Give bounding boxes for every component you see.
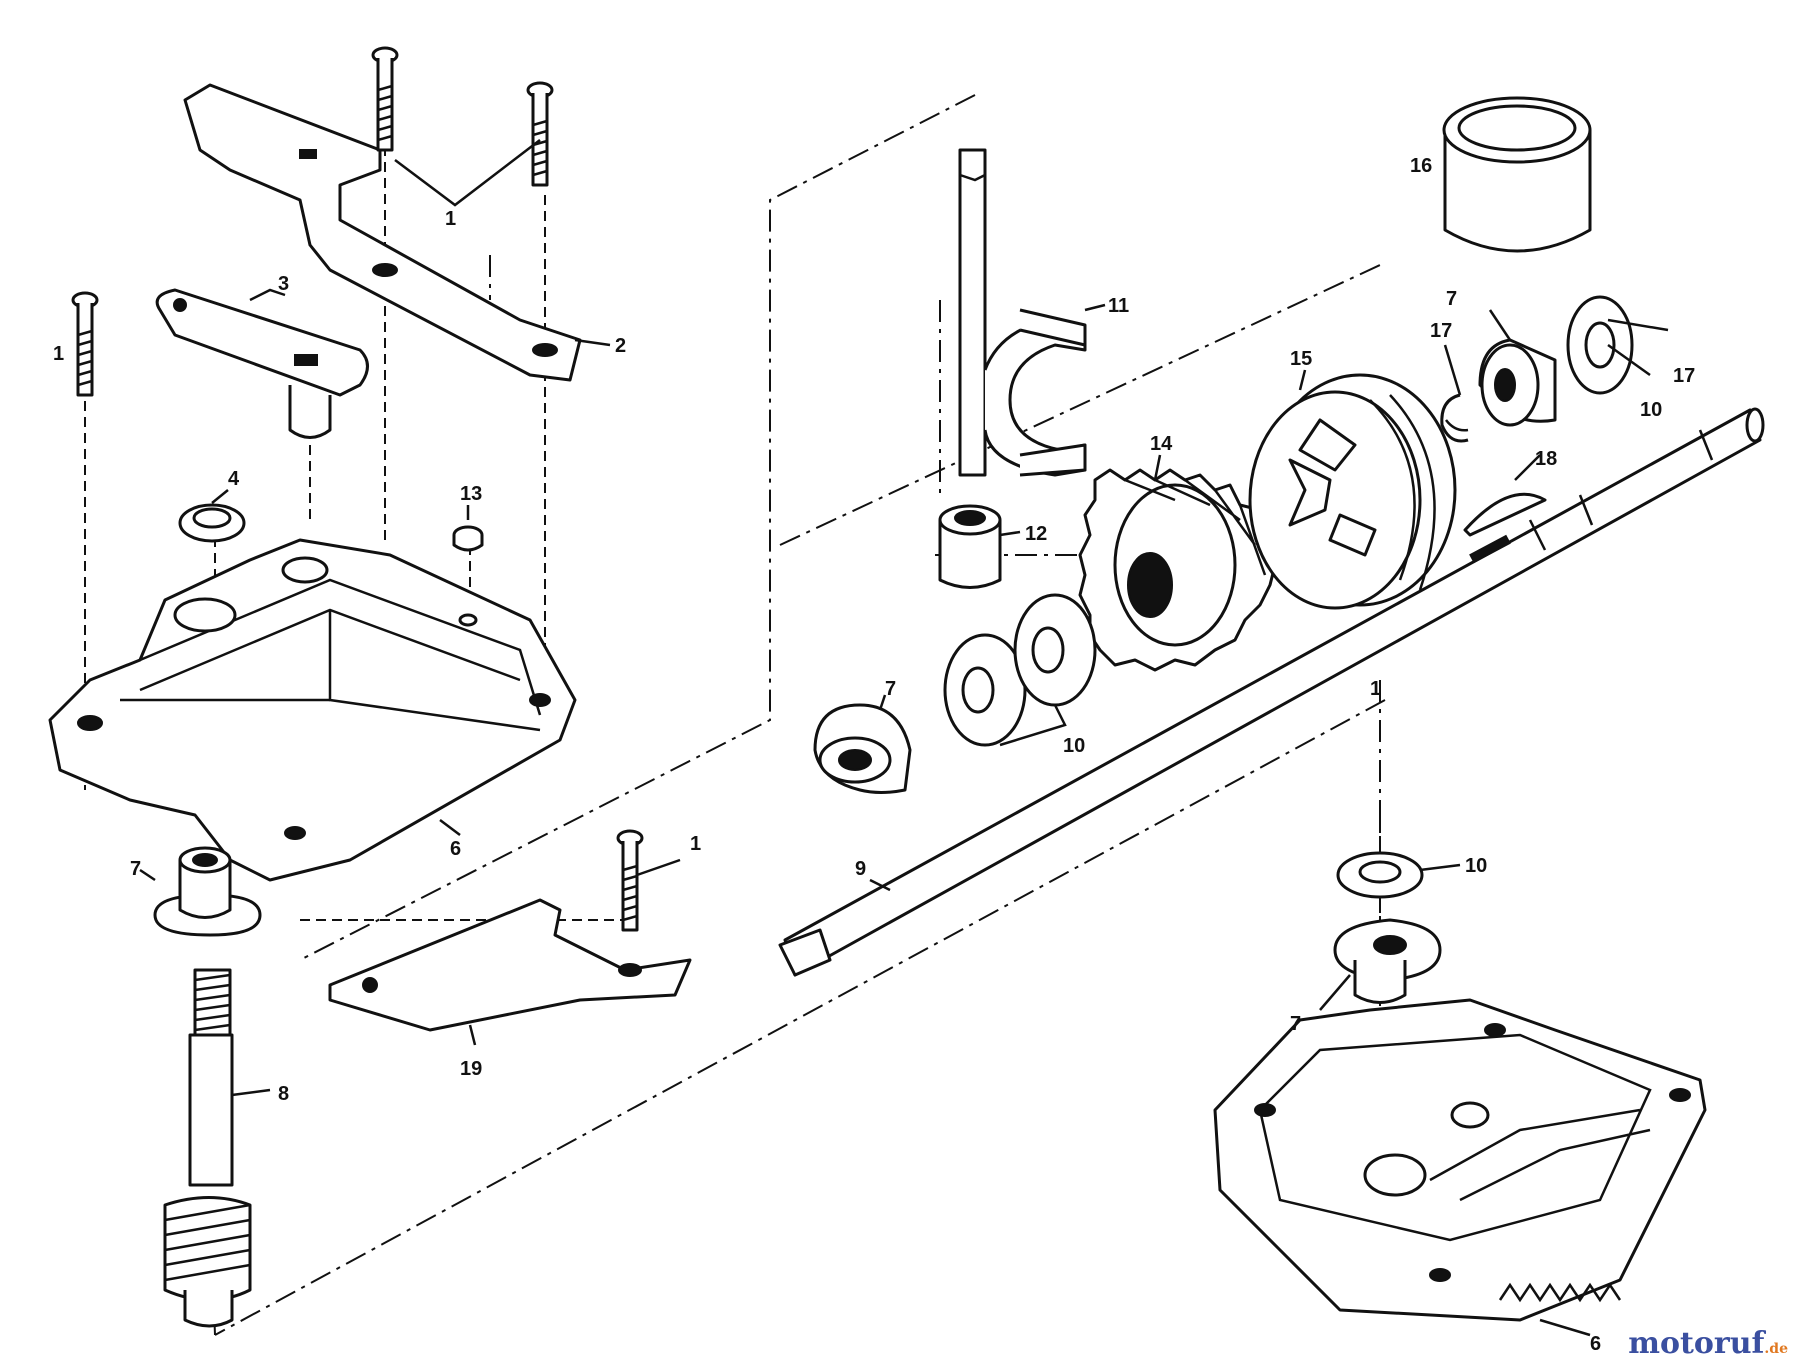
callout-7-left: 7 bbox=[130, 858, 141, 880]
bushing-part-7-middle bbox=[813, 703, 912, 794]
watermark-main: motoruf bbox=[1628, 1326, 1765, 1361]
callout-9: 9 bbox=[855, 858, 866, 880]
callout-13: 13 bbox=[460, 483, 482, 505]
callout-1-top: 1 bbox=[445, 208, 456, 230]
callout-4: 4 bbox=[228, 468, 240, 490]
washer-part-4 bbox=[178, 503, 246, 543]
callout-1-right: 1 bbox=[1370, 678, 1381, 700]
callout-1-left: 1 bbox=[53, 343, 64, 365]
callout-12: 12 bbox=[1025, 523, 1047, 545]
bushing-part-7-left bbox=[153, 846, 262, 937]
bolt-part-1-a bbox=[371, 46, 399, 152]
callout-2: 2 bbox=[615, 335, 626, 357]
snap-ring-part-17-a bbox=[1440, 393, 1469, 443]
callout-8: 8 bbox=[278, 1083, 289, 1105]
callout-10-upper-right: 10 bbox=[1640, 399, 1662, 421]
callout-17-right: 17 bbox=[1673, 365, 1695, 387]
callout-19: 19 bbox=[460, 1058, 482, 1080]
callout-6-upper: 6 bbox=[450, 838, 461, 860]
bushing-part-7-upper-right bbox=[1478, 338, 1557, 427]
washer-part-10-middle-a bbox=[943, 633, 1027, 747]
callout-7-upper-right: 7 bbox=[1446, 288, 1457, 310]
callout-7-middle: 7 bbox=[885, 678, 896, 700]
bolt-part-1-c bbox=[71, 291, 99, 397]
key-part-18 bbox=[1463, 492, 1547, 537]
washer-part-10-middle-b bbox=[1013, 593, 1097, 707]
plate-part-19 bbox=[328, 898, 692, 1032]
callout-1-plate: 1 bbox=[690, 833, 701, 855]
sleeve-part-12 bbox=[938, 504, 1002, 589]
shifter-fork-part-11 bbox=[958, 148, 1087, 477]
callout-15: 15 bbox=[1290, 348, 1312, 370]
bearing-cup-part-16 bbox=[1442, 96, 1592, 253]
worm-shaft-part-8 bbox=[163, 968, 252, 1328]
callout-14: 14 bbox=[1150, 433, 1173, 455]
callout-3: 3 bbox=[278, 273, 289, 295]
motoruf-watermark: motoruf.de bbox=[1628, 1326, 1788, 1361]
washer-part-10-lower-right bbox=[1336, 851, 1424, 899]
pulley-part-15 bbox=[1248, 373, 1457, 610]
upper-housing-part-6 bbox=[48, 538, 577, 882]
callout-11: 11 bbox=[1108, 295, 1129, 317]
callout-18: 18 bbox=[1535, 448, 1557, 470]
callout-7-lower-right: 7 bbox=[1290, 1013, 1301, 1035]
bolt-part-1-b bbox=[526, 81, 554, 187]
bushing-part-7-lower-right bbox=[1333, 918, 1442, 1004]
bracket-part-2 bbox=[183, 83, 582, 382]
bolt-part-1-d bbox=[616, 829, 644, 932]
callout-17-left: 17 bbox=[1430, 320, 1452, 342]
callout-16: 16 bbox=[1410, 155, 1432, 177]
lever-part-3 bbox=[155, 288, 369, 439]
watermark-sub: .de bbox=[1764, 1341, 1788, 1357]
main-shaft-part-9 bbox=[778, 407, 1765, 977]
lower-housing-part-6 bbox=[1213, 998, 1707, 1322]
leader-lines bbox=[139, 139, 1669, 1337]
callout-6-lower: 6 bbox=[1590, 1333, 1601, 1355]
callout-labels: 1 2 3 1 4 13 6 7 8 19 1 11 12 14 15 16 1… bbox=[53, 155, 1695, 1355]
callout-10-lower-right: 10 bbox=[1465, 855, 1487, 877]
washer-part-10-upper-right bbox=[1566, 295, 1634, 395]
callout-10-middle: 10 bbox=[1063, 735, 1085, 757]
gear-part-14 bbox=[1078, 468, 1277, 672]
plug-part-13 bbox=[452, 525, 484, 552]
